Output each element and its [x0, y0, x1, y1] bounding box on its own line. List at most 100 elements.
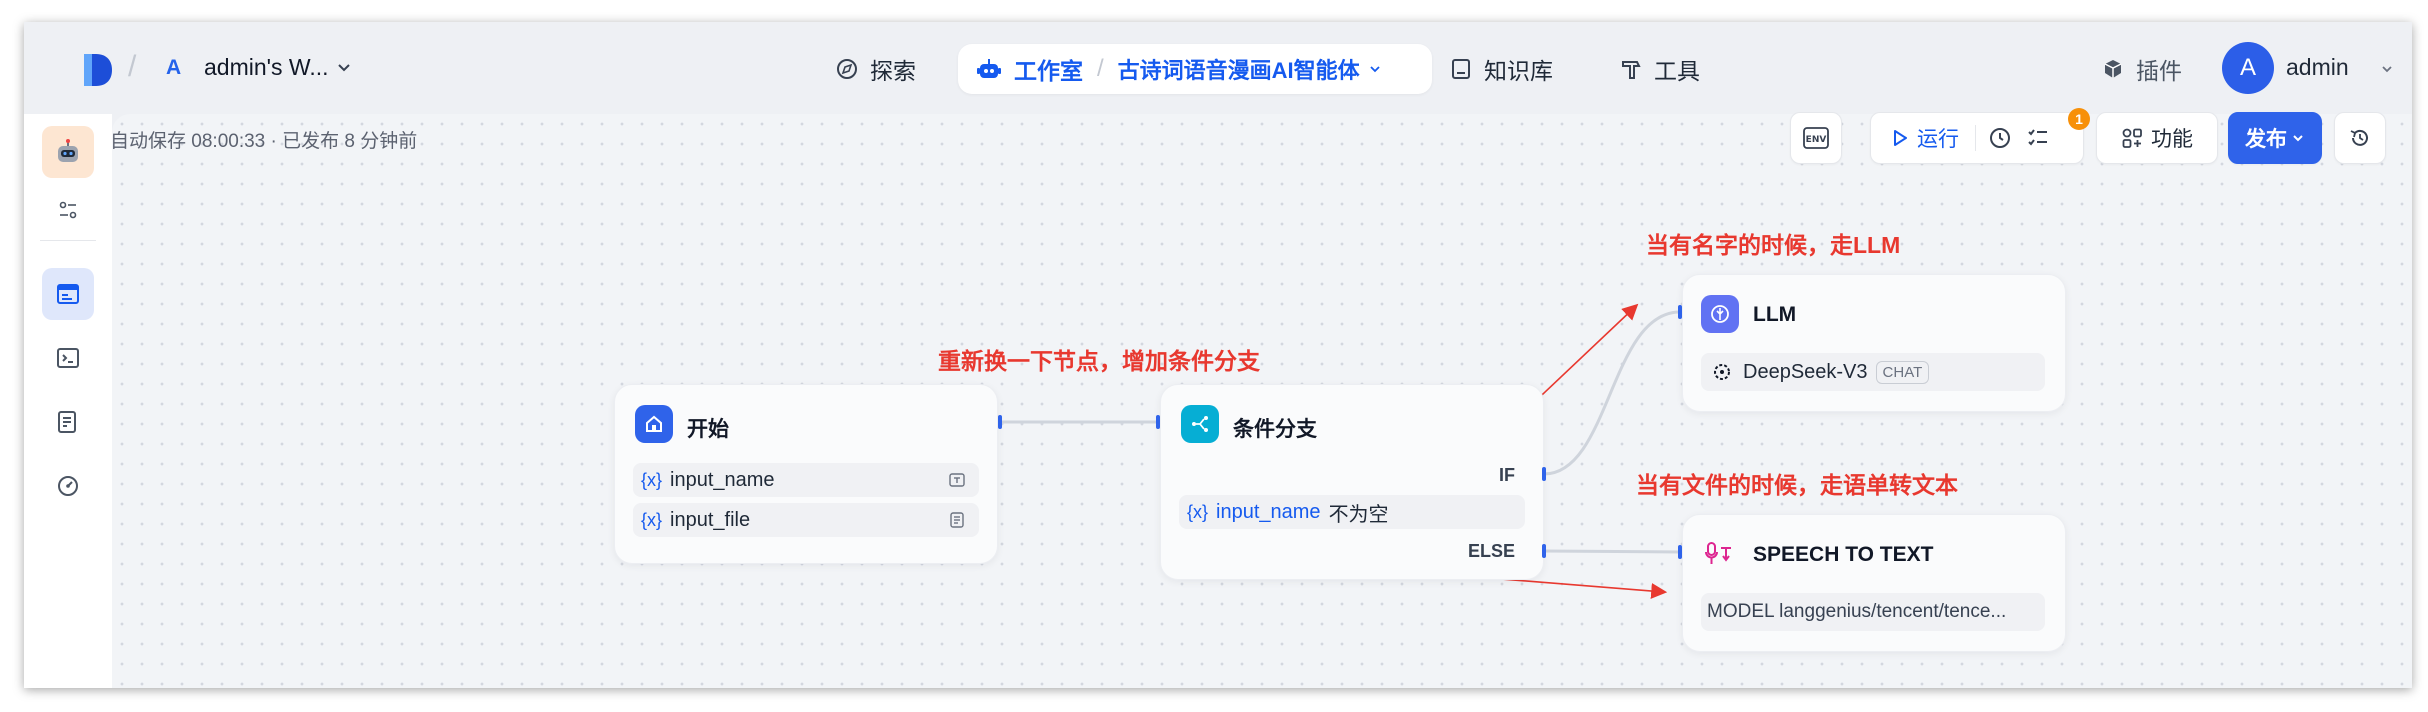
- left-sidebar: [24, 114, 112, 688]
- condition-row[interactable]: {x} input_name 不为空: [1179, 495, 1525, 529]
- compass-icon: [837, 59, 857, 79]
- nav-plugins-label: 插件: [2136, 58, 2182, 84]
- start-variable-row[interactable]: {x} input_file: [633, 503, 979, 537]
- variable-icon: {x}: [1187, 501, 1209, 522]
- hammer-icon: [1622, 61, 1641, 79]
- document-list-icon: [58, 411, 76, 433]
- nav-knowledge[interactable]: 知识库: [1450, 44, 1553, 94]
- variable-name: input_file: [670, 508, 751, 531]
- node-if-else-title: 条件分支: [1233, 418, 1317, 441]
- run-label: 运行: [1917, 128, 1959, 151]
- nav-tools-label: 工具: [1654, 58, 1700, 84]
- checklist-count-badge: 1: [2068, 108, 2090, 130]
- publish-label: 发布: [2245, 128, 2287, 151]
- branch-icon: [1181, 405, 1219, 443]
- variable-icon: {x}: [641, 469, 663, 490]
- user-name[interactable]: admin: [2286, 54, 2349, 80]
- robot-icon: [58, 139, 78, 162]
- node-start[interactable]: 开始 {x} input_name {x} input_file: [614, 384, 998, 564]
- annotation-speech-branch: 当有文件的时候，走语单转文本: [1636, 472, 1958, 498]
- nav-explore[interactable]: 探索: [836, 44, 916, 94]
- chevron-down-icon[interactable]: [2380, 62, 2394, 76]
- book-icon: [1452, 59, 1470, 79]
- edge-else-to-speech[interactable]: [1543, 549, 1681, 554]
- checklist-icon[interactable]: [2026, 126, 2050, 150]
- variable-name: input_name: [670, 468, 775, 491]
- terminal-icon: [57, 348, 79, 368]
- feature-grid-icon: [2122, 128, 2142, 148]
- llm-mode-tag: CHAT: [1875, 360, 1930, 384]
- workspace-name[interactable]: admin's W...: [204, 54, 329, 80]
- workspace-initial: A: [166, 56, 182, 79]
- publish-button[interactable]: 发布: [2228, 112, 2322, 164]
- ifelse-input-handle[interactable]: [1156, 415, 1160, 429]
- speech-to-text-icon: [1701, 535, 1739, 573]
- feature-label: 功能: [2151, 128, 2193, 151]
- autosave-status: 自动保存 08:00:33 · 已发布 8 分钟前: [110, 131, 418, 152]
- env-button[interactable]: ENV: [1790, 112, 1842, 164]
- speech-input-handle[interactable]: [1678, 545, 1682, 559]
- nav-tools[interactable]: 工具: [1620, 44, 1700, 94]
- app-logo-icon[interactable]: [78, 50, 118, 90]
- nav-studio[interactable]: 工作室 / 古诗词语音漫画AI智能体: [958, 44, 1432, 94]
- window-icon: [57, 284, 79, 304]
- node-llm[interactable]: LLM DeepSeek-V3 CHAT: [1682, 274, 2066, 412]
- home-icon: [635, 405, 673, 443]
- sidebar-item-monitoring[interactable]: [42, 460, 94, 512]
- sidebar-divider: [40, 240, 96, 241]
- node-speech-to-text-title: SPEECH TO TEXT: [1753, 543, 1934, 566]
- if-branch-label: IF: [1499, 465, 1515, 485]
- llm-model-name: DeepSeek-V3: [1743, 360, 1868, 383]
- node-speech-to-text[interactable]: SPEECH TO TEXT MODEL langgenius/tencent/…: [1682, 514, 2066, 652]
- edge-if-to-llm[interactable]: [1543, 310, 1681, 476]
- sidebar-item-api[interactable]: [42, 332, 94, 384]
- settings-sliders-icon[interactable]: [42, 184, 94, 236]
- text-input-type-icon: [949, 473, 965, 487]
- user-avatar[interactable]: A: [2222, 42, 2274, 94]
- speech-model-text: MODEL langgenius/tencent/tence...: [1707, 601, 2007, 622]
- feature-button[interactable]: 功能: [2096, 112, 2218, 164]
- start-output-handle[interactable]: [998, 415, 1002, 429]
- cube-icon: [2104, 60, 2122, 78]
- model-provider-icon: [1714, 364, 1730, 380]
- if-output-handle[interactable]: [1542, 467, 1546, 481]
- else-branch-label: ELSE: [1467, 541, 1515, 561]
- sliders-icon: [59, 201, 77, 219]
- current-app-name[interactable]: 古诗词语音漫画AI智能体: [1117, 58, 1360, 83]
- annotation-arrow-speech: [1487, 577, 1668, 599]
- history-clock-icon[interactable]: [1988, 126, 2012, 150]
- chevron-down-icon[interactable]: [1368, 62, 1382, 76]
- robot-icon: [977, 59, 1001, 78]
- llm-model-row[interactable]: DeepSeek-V3 CHAT: [1701, 353, 2045, 391]
- play-icon: [1894, 130, 1907, 146]
- sidebar-item-orchestrate[interactable]: [42, 268, 94, 320]
- nav-explore-label: 探索: [870, 58, 916, 84]
- llm-input-handle[interactable]: [1678, 305, 1682, 319]
- toolbar-divider: [1975, 125, 1976, 151]
- nav-plugins[interactable]: 插件: [2102, 44, 2182, 94]
- node-start-title: 开始: [687, 418, 729, 441]
- variable-icon: {x}: [641, 509, 663, 530]
- run-button[interactable]: 运行: [1891, 123, 1959, 153]
- condition-variable: input_name: [1216, 500, 1321, 523]
- breadcrumb-separator: /: [128, 50, 137, 83]
- app-avatar[interactable]: [42, 126, 94, 178]
- env-label: ENV: [1806, 135, 1827, 145]
- node-llm-title: LLM: [1753, 303, 1797, 326]
- annotation-llm-branch: 当有名字的时候，走LLM: [1646, 232, 1901, 258]
- nav-studio-label: 工作室: [1014, 58, 1083, 84]
- gauge-icon: [58, 476, 78, 496]
- node-if-else[interactable]: 条件分支 IF {x} input_name 不为空 ELSE: [1160, 384, 1544, 580]
- else-output-handle[interactable]: [1542, 544, 1546, 558]
- speech-model-row[interactable]: MODEL langgenius/tencent/tence...: [1701, 593, 2045, 631]
- run-toolbar-group: 运行: [1870, 112, 2084, 164]
- start-variable-row[interactable]: {x} input_name: [633, 463, 979, 497]
- annotation-change-node: 重新换一下节点，增加条件分支: [938, 348, 1260, 374]
- history-icon: [2350, 129, 2368, 146]
- sidebar-item-logs[interactable]: [42, 396, 94, 448]
- version-history-button[interactable]: [2334, 112, 2386, 164]
- chevron-down-icon[interactable]: [336, 60, 352, 76]
- chevron-down-icon: [2293, 135, 2303, 142]
- condition-operator: 不为空: [1328, 503, 1389, 526]
